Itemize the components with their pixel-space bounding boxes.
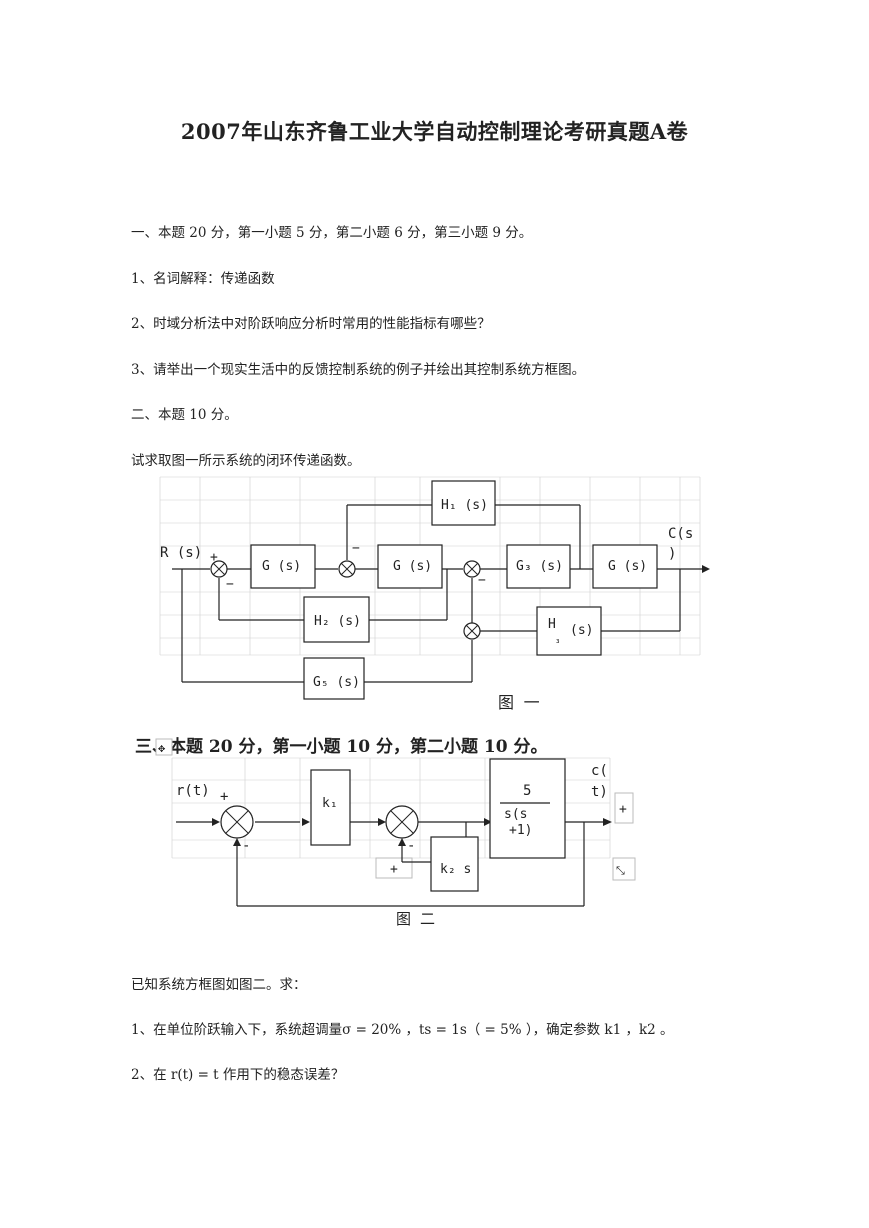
- block-g-d-label: G (s): [608, 559, 647, 574]
- add-column-handle-icon: [614, 792, 634, 824]
- block-g-label: G (s): [262, 559, 301, 574]
- section3-intro: 已知系统方框图如图二。求：: [131, 977, 307, 993]
- block-g-b-label: G (s): [393, 559, 432, 574]
- plant-denominator-2: +1): [509, 823, 532, 838]
- block-g3: [506, 544, 571, 589]
- section1-header: 一、本题 20 分，第一小题 5 分，第二小题 6 分，第三小题 9 分。: [131, 225, 533, 241]
- summing-junction-1: [210, 560, 228, 578]
- input-label-r: R (s): [160, 545, 202, 561]
- block-plant: [489, 758, 566, 859]
- block-g3-label: G₃ (s): [516, 559, 563, 574]
- resize-handle-icon: [612, 857, 636, 881]
- block-k1: [310, 769, 351, 846]
- block-diagram-2: ✥ + + ⤡ r(t) + - - c( t) k₁ 5 s(s +1) k₂…: [155, 738, 636, 928]
- plant-denominator-1: s(s: [504, 807, 527, 822]
- block-h3-subscript: ₃: [555, 636, 560, 646]
- question-1-2: 2、时域分析法中对阶跃响应分析时常用的性能指标有哪些？: [131, 316, 491, 332]
- block-h2-label: H₂ (s): [314, 614, 361, 629]
- block-h1-label: H₁ (s): [441, 498, 488, 513]
- question-1-3: 3、请举出一个现实生活中的反馈控制系统的例子并绘出其控制系统方框图。: [131, 362, 586, 378]
- block-g-d: [592, 544, 658, 589]
- block-diagram-1: R (s) C(s ) G (s) G (s) G₃ (s) G (s) H₁ …: [159, 476, 710, 712]
- summing-junction-3: [463, 560, 481, 578]
- move-handle-icon: [155, 738, 173, 756]
- sign-minus-3: −: [478, 573, 486, 588]
- sign-plus-1: +: [210, 550, 218, 565]
- block-h3-label: H: [548, 617, 556, 632]
- move-handle-glyph: ✥: [158, 741, 166, 755]
- question-3-1: 1、在单位阶跃输入下，系统超调量σ = 20% ，ts = 1s（ = 5% ）…: [131, 1022, 674, 1038]
- output-label-c-t-2: t): [591, 784, 608, 800]
- block-h3-s: (s): [570, 623, 593, 638]
- sign-minus-1: −: [226, 577, 234, 592]
- summing-junction-6: [385, 805, 419, 839]
- input-label-r-t: r(t): [176, 783, 210, 799]
- block-h3: [536, 606, 602, 656]
- resize-handle-glyph: ⤡: [616, 864, 625, 877]
- add-row-plus: +: [390, 862, 398, 877]
- add-row-handle-icon: [375, 857, 413, 879]
- sign-minus-4: -: [242, 838, 250, 854]
- figure-1-caption: 图 一: [498, 693, 540, 712]
- block-g-b: [377, 544, 443, 589]
- block-g5-label: G₅ (s): [313, 675, 360, 690]
- sign-plus-2: +: [220, 789, 228, 805]
- sign-minus-5: -: [407, 838, 415, 854]
- block-g: [250, 544, 316, 589]
- plant-numerator: 5: [523, 783, 531, 799]
- summing-junction-5: [220, 805, 254, 839]
- block-k1-label: k₁: [322, 796, 338, 811]
- output-arrow-1: [702, 565, 710, 573]
- section2-header: 二、本题 10 分。: [131, 407, 238, 423]
- output-label-c-t-1: c(: [591, 763, 608, 779]
- block-k2s-label: k₂ s: [440, 862, 471, 877]
- sign-minus-2: −: [352, 541, 360, 556]
- block-g5: [303, 657, 365, 700]
- block-k2s: [430, 836, 479, 892]
- summing-junction-4: [463, 622, 481, 640]
- page-title: 2007年山东齐鲁工业大学自动控制理论考研真题A卷: [180, 119, 689, 144]
- section2-prompt: 试求取图一所示系统的闭环传递函数。: [131, 453, 361, 469]
- add-column-plus: +: [619, 802, 627, 817]
- block-h1: [431, 480, 496, 526]
- summing-junction-2: [338, 560, 356, 578]
- output-label-c-1: C(s: [668, 526, 693, 542]
- question-3-2: 2、在 r(t) = t 作用下的稳态误差？: [131, 1067, 345, 1083]
- section3-header: 三、本题 20 分，第一小题 10 分，第二小题 10 分。: [135, 737, 548, 757]
- figure-2-caption: 图 二: [396, 910, 435, 928]
- question-1-1: 1、名词解释：传递函数: [131, 271, 275, 287]
- block-h2: [303, 596, 370, 643]
- output-label-c-2: ): [668, 546, 676, 562]
